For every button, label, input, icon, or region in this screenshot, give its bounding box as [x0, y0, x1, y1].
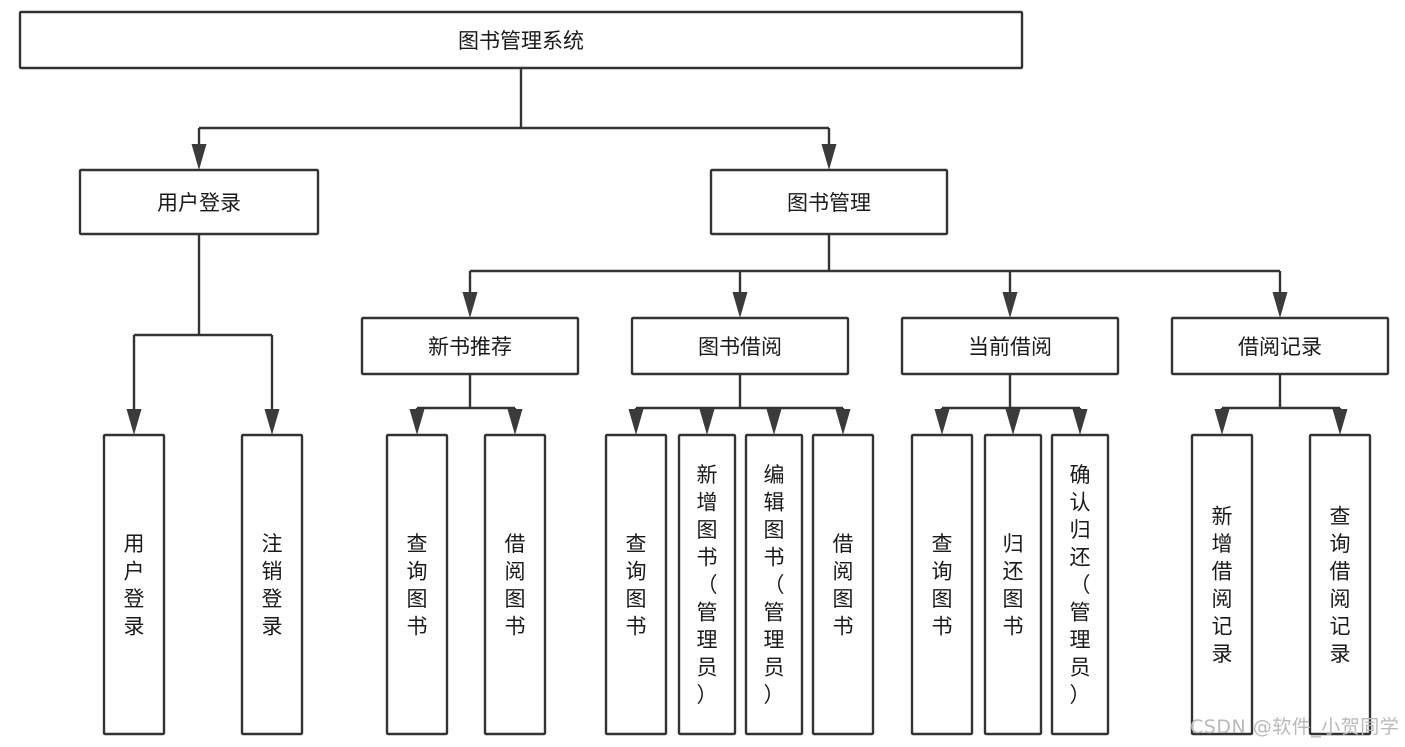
- node-newbook[interactable]: 新书推荐: [360, 316, 580, 376]
- node-c-query[interactable]: 查询图书: [910, 433, 974, 736]
- node-box[interactable]: [483, 433, 547, 736]
- node-b-edit[interactable]: 编辑图书（管理员）: [744, 433, 804, 736]
- node-box[interactable]: [18, 10, 1024, 70]
- node-label: 归还图书: [1003, 532, 1024, 639]
- node-label: 用户登录: [157, 191, 241, 215]
- arrow-head-icon: [732, 292, 748, 318]
- node-label: 新增借阅记录: [1212, 505, 1233, 667]
- connector-group-current-children: [934, 374, 1088, 435]
- arrow-head-icon: [835, 409, 851, 435]
- node-bookmgmt[interactable]: 图书管理: [709, 168, 949, 236]
- node-box[interactable]: [1050, 433, 1110, 736]
- connector-group-bookmgmt-children: [462, 234, 1288, 318]
- node-box[interactable]: [1190, 433, 1254, 736]
- arrow-head-icon: [628, 409, 644, 435]
- arrow-head-icon: [507, 409, 523, 435]
- node-label: 图书管理系统: [458, 29, 584, 53]
- node-box[interactable]: [709, 168, 949, 236]
- arrow-head-icon: [191, 144, 207, 170]
- node-record[interactable]: 借阅记录: [1170, 316, 1390, 376]
- node-box[interactable]: [360, 316, 580, 376]
- node-box[interactable]: [604, 433, 668, 736]
- node-label: 当前借阅: [968, 335, 1052, 359]
- node-box[interactable]: [1170, 316, 1390, 376]
- node-label: 查询图书: [407, 532, 428, 639]
- arrow-head-icon: [1214, 409, 1230, 435]
- node-label: 查询借阅记录: [1330, 505, 1351, 667]
- connector-group-newbook-children: [409, 374, 523, 435]
- node-box[interactable]: [910, 433, 974, 736]
- node-box[interactable]: [744, 433, 804, 736]
- node-label: 确认归还（管理员）: [1070, 463, 1091, 707]
- node-c-return[interactable]: 归还图书: [983, 433, 1043, 736]
- node-root[interactable]: 图书管理系统: [18, 10, 1024, 70]
- node-label: 图书管理: [787, 191, 871, 215]
- node-label: 查询图书: [626, 532, 647, 639]
- node-label: 新增图书（管理员）: [697, 463, 718, 707]
- node-label: 用户登录: [124, 532, 145, 639]
- arrow-head-icon: [1332, 409, 1348, 435]
- connector-group-root-children: [191, 68, 837, 170]
- arrow-head-icon: [1005, 409, 1021, 435]
- node-n-query[interactable]: 查询图书: [385, 433, 449, 736]
- node-box[interactable]: [385, 433, 449, 736]
- arrow-head-icon: [1002, 292, 1018, 318]
- connector-group-borrow-children: [628, 374, 851, 435]
- node-c-confirm[interactable]: 确认归还（管理员）: [1050, 433, 1110, 736]
- node-label: 查询图书: [932, 532, 953, 639]
- node-box[interactable]: [677, 433, 737, 736]
- arrow-head-icon: [1272, 292, 1288, 318]
- node-b-lend[interactable]: 借阅图书: [811, 433, 875, 736]
- node-label: 借阅图书: [505, 532, 526, 639]
- node-box[interactable]: [630, 316, 850, 376]
- connector-group-login-children: [126, 234, 280, 435]
- arrow-head-icon: [1072, 409, 1088, 435]
- node-box[interactable]: [240, 433, 304, 736]
- node-box[interactable]: [102, 433, 166, 736]
- node-b-add[interactable]: 新增图书（管理员）: [677, 433, 737, 736]
- arrow-head-icon: [766, 409, 782, 435]
- node-box[interactable]: [78, 168, 320, 236]
- node-label: 编辑图书（管理员）: [764, 463, 785, 707]
- node-box[interactable]: [983, 433, 1043, 736]
- node-label: 借阅记录: [1238, 335, 1322, 359]
- node-label: 借阅图书: [833, 532, 854, 639]
- node-login[interactable]: 用户登录: [78, 168, 320, 236]
- arrow-head-icon: [264, 409, 280, 435]
- arrow-head-icon: [821, 144, 837, 170]
- node-label: 注销登录: [262, 532, 283, 639]
- node-box[interactable]: [811, 433, 875, 736]
- node-label: 图书借阅: [698, 335, 782, 359]
- connector-group-record-children: [1214, 374, 1348, 435]
- node-current[interactable]: 当前借阅: [900, 316, 1120, 376]
- node-borrow[interactable]: 图书借阅: [630, 316, 850, 376]
- arrow-head-icon: [409, 409, 425, 435]
- node-box[interactable]: [1308, 433, 1372, 736]
- node-l-logout[interactable]: 注销登录: [240, 433, 304, 736]
- node-r-query[interactable]: 查询借阅记录: [1308, 433, 1372, 736]
- nodes-layer: 图书管理系统用户登录图书管理新书推荐图书借阅当前借阅借阅记录用户登录注销登录查询…: [18, 10, 1390, 736]
- node-label: 新书推荐: [428, 335, 512, 359]
- arrow-head-icon: [699, 409, 715, 435]
- node-l-user[interactable]: 用户登录: [102, 433, 166, 736]
- node-r-add[interactable]: 新增借阅记录: [1190, 433, 1254, 736]
- node-box[interactable]: [900, 316, 1120, 376]
- edges-layer: [126, 68, 1348, 435]
- arrow-head-icon: [934, 409, 950, 435]
- arrow-head-icon: [462, 292, 478, 318]
- node-n-borrow[interactable]: 借阅图书: [483, 433, 547, 736]
- arrow-head-icon: [126, 409, 142, 435]
- node-b-query[interactable]: 查询图书: [604, 433, 668, 736]
